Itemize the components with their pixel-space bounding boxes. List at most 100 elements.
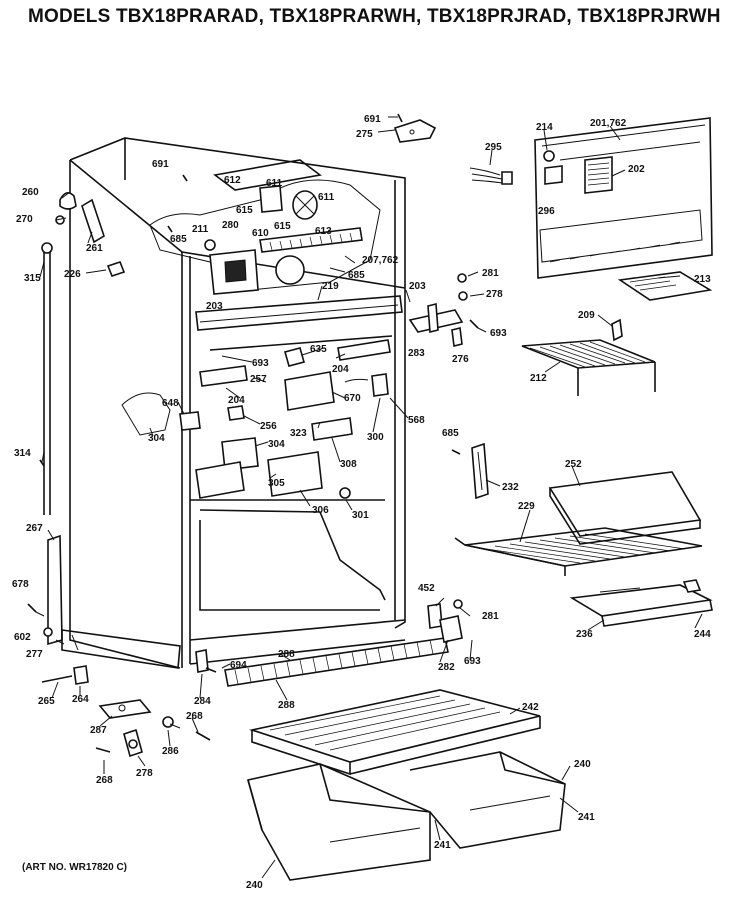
label-209: 209	[578, 310, 595, 321]
label-283: 283	[408, 348, 425, 359]
shelf-212	[521, 318, 656, 396]
label-204b: 204	[228, 395, 245, 406]
evaporator-cover	[534, 117, 713, 279]
label-670: 670	[344, 393, 361, 404]
label-261: 261	[86, 243, 103, 254]
label-278a: 278	[486, 289, 503, 300]
label-226: 226	[64, 269, 81, 280]
label-678: 678	[12, 579, 29, 590]
label-452: 452	[418, 583, 435, 594]
label-213: 213	[694, 274, 711, 285]
label-252: 252	[565, 459, 582, 470]
label-635: 635	[310, 344, 327, 355]
label-276: 276	[452, 354, 469, 365]
label-211: 211	[192, 224, 209, 235]
label-236: 236	[576, 629, 593, 640]
label-615a: 615	[236, 205, 253, 216]
label-203b: 203	[206, 301, 223, 312]
label-613: 613	[315, 226, 332, 237]
label-304b: 304	[268, 439, 285, 450]
label-286: 286	[162, 746, 179, 757]
label-296: 296	[538, 206, 555, 217]
label-295: 295	[485, 142, 502, 153]
label-278b: 278	[136, 768, 153, 779]
label-241a: 241	[578, 812, 595, 823]
label-610: 610	[252, 228, 269, 239]
label-244: 244	[694, 629, 711, 640]
control-housing	[149, 159, 381, 295]
label-301: 301	[352, 510, 369, 521]
label-308: 308	[340, 459, 357, 470]
crisper-drawer-right	[409, 751, 566, 849]
label-268b: 268	[96, 775, 113, 786]
label-265: 265	[38, 696, 55, 707]
label-240b: 240	[246, 880, 263, 891]
crisper-drawer-left	[247, 763, 431, 881]
rail-232	[471, 442, 489, 500]
label-219: 219	[322, 281, 339, 292]
bracket-275	[393, 113, 437, 143]
hinge-top-left	[55, 192, 126, 277]
label-201-762: 201,762	[590, 118, 627, 129]
lower-left-hardware	[41, 665, 211, 758]
label-288b: 288	[278, 700, 295, 711]
label-212: 212	[530, 373, 547, 384]
label-304a: 304	[148, 433, 165, 444]
label-287: 287	[90, 725, 107, 736]
label-202: 202	[628, 164, 645, 175]
label-203a: 203	[409, 281, 426, 292]
label-288a: 288	[278, 649, 295, 660]
freezer-controls	[39, 339, 391, 499]
label-232: 232	[502, 482, 519, 493]
label-282: 282	[438, 662, 455, 673]
label-685b: 685	[348, 270, 365, 281]
leader-lines	[35, 116, 703, 879]
label-693a: 693	[490, 328, 507, 339]
label-323: 323	[290, 428, 307, 439]
tray-213	[617, 271, 713, 301]
label-611b: 611	[318, 192, 335, 203]
label-280: 280	[222, 220, 239, 231]
harness-295	[469, 167, 513, 185]
label-214: 214	[536, 122, 553, 133]
label-281a: 281	[482, 268, 499, 279]
label-275: 275	[356, 129, 373, 140]
grille-288	[195, 603, 463, 687]
label-691a: 691	[364, 114, 381, 125]
label-306: 306	[312, 505, 329, 516]
label-257: 257	[250, 374, 267, 385]
art-number: (ART NO. WR17820 C)	[22, 862, 128, 873]
diagram-title: MODELS TBX18PRARAD, TBX18PRARWH, TBX18PR…	[28, 6, 721, 27]
label-270: 270	[16, 214, 33, 225]
label-242: 242	[522, 702, 539, 713]
screw-markers	[27, 174, 463, 673]
label-284: 284	[194, 696, 211, 707]
label-694: 694	[230, 660, 247, 671]
rod-315	[41, 242, 53, 515]
label-612: 612	[224, 175, 241, 186]
label-267: 267	[26, 523, 43, 534]
label-602: 602	[14, 632, 31, 643]
label-300: 300	[367, 432, 384, 443]
label-685a: 685	[170, 234, 187, 245]
label-611a: 611	[266, 178, 283, 189]
left-door-liner	[47, 534, 181, 669]
label-260: 260	[22, 187, 39, 198]
label-305: 305	[268, 478, 285, 489]
shelf-229	[454, 471, 703, 576]
label-240a: 240	[574, 759, 591, 770]
crisper-frame-236	[569, 579, 713, 627]
label-693c: 693	[464, 656, 481, 667]
label-314: 314	[14, 448, 31, 459]
label-207-762: 207,762	[362, 255, 399, 266]
label-268a: 268	[186, 711, 203, 722]
crisper-cover-242	[248, 689, 541, 776]
label-691b: 691	[152, 159, 169, 170]
label-229: 229	[518, 501, 535, 512]
label-204a: 204	[332, 364, 349, 375]
label-568: 568	[408, 415, 425, 426]
label-685c: 685	[442, 428, 459, 439]
part-labels: 691 275 214 201,762 295 202 296 691 260 …	[12, 114, 711, 891]
hinge-right	[408, 273, 479, 347]
